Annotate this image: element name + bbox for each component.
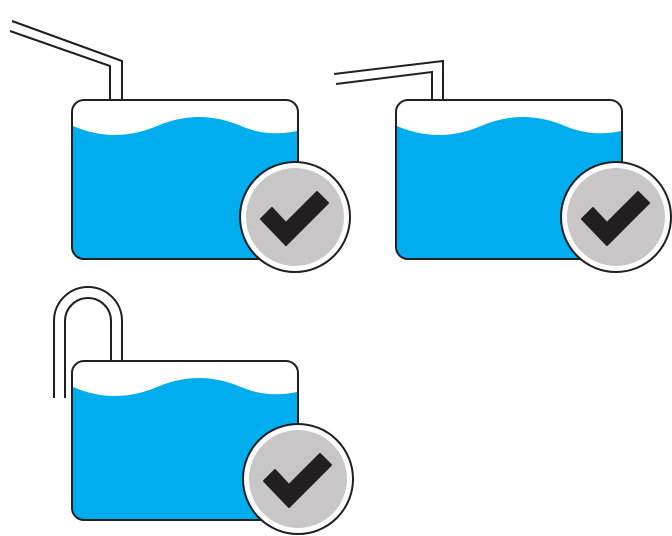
check-icon (581, 191, 650, 246)
water (73, 378, 297, 519)
pipe-angled-long (9, 20, 123, 101)
status-badge (560, 161, 672, 273)
tank-panel-1 (9, 20, 351, 273)
tank-panel-2 (333, 59, 672, 273)
check-icon (263, 453, 332, 508)
pipe-angled-short (333, 59, 444, 101)
pipe-u-bend (53, 286, 123, 398)
check-icon (260, 191, 329, 246)
status-badge (239, 161, 351, 273)
status-badge (242, 423, 354, 535)
tank-panel-3 (53, 286, 354, 535)
tank (71, 360, 299, 521)
